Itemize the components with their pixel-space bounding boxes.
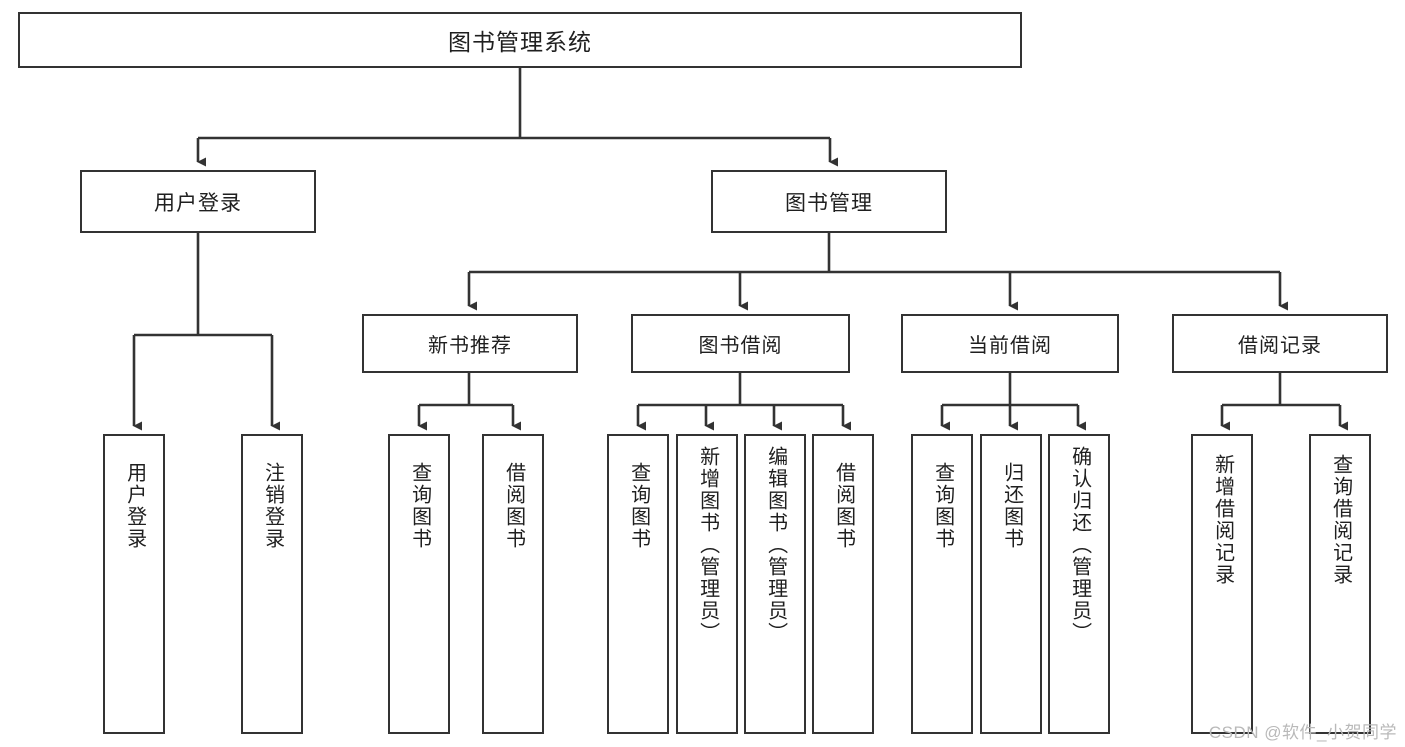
leaf-label: 用户登录 — [123, 462, 146, 550]
leaf-new-book-borrow-book[interactable]: 借阅图书 — [482, 434, 544, 734]
node-user-login[interactable]: 用户登录 — [80, 170, 316, 233]
leaf-current-borrow-query-book[interactable]: 查询图书 — [911, 434, 973, 734]
node-current-borrowing[interactable]: 当前借阅 — [901, 314, 1119, 373]
node-book-borrowing[interactable]: 图书借阅 — [631, 314, 850, 373]
leaf-label: 借阅图书 — [502, 462, 525, 550]
leaf-label: 新增图书（管理员） — [696, 446, 719, 644]
leaf-current-borrow-return-book[interactable]: 归还图书 — [980, 434, 1042, 734]
leaf-label: 编辑图书（管理员） — [764, 446, 787, 644]
node-root-book-management-system[interactable]: 图书管理系统 — [18, 12, 1022, 68]
node-borrowing-record[interactable]: 借阅记录 — [1172, 314, 1388, 373]
leaf-book-borrow-query-book[interactable]: 查询图书 — [607, 434, 669, 734]
leaf-label: 查询借阅记录 — [1329, 454, 1352, 586]
node-new-book-recommendation[interactable]: 新书推荐 — [362, 314, 578, 373]
leaf-label: 新增借阅记录 — [1211, 454, 1234, 586]
leaf-new-book-query-book[interactable]: 查询图书 — [388, 434, 450, 734]
leaf-label: 查询图书 — [627, 462, 650, 550]
leaf-label: 查询图书 — [408, 462, 431, 550]
leaf-borrow-record-query-record[interactable]: 查询借阅记录 — [1309, 434, 1371, 734]
leaf-label: 借阅图书 — [832, 462, 855, 550]
node-book-management[interactable]: 图书管理 — [711, 170, 947, 233]
leaf-label: 查询图书 — [931, 462, 954, 550]
leaf-borrow-record-add-record[interactable]: 新增借阅记录 — [1191, 434, 1253, 734]
leaf-current-borrow-confirm-return-admin[interactable]: 确认归还（管理员） — [1048, 434, 1110, 734]
leaf-user-login-login[interactable]: 用户登录 — [103, 434, 165, 734]
csdn-watermark: CSDN @软件_小贺同学 — [1208, 723, 1397, 742]
leaf-label: 确认归还（管理员） — [1068, 446, 1091, 644]
leaf-book-borrow-borrow-book[interactable]: 借阅图书 — [812, 434, 874, 734]
leaf-book-borrow-edit-book-admin[interactable]: 编辑图书（管理员） — [744, 434, 806, 734]
leaf-book-borrow-add-book-admin[interactable]: 新增图书（管理员） — [676, 434, 738, 734]
leaf-label: 注销登录 — [261, 462, 284, 550]
leaf-user-login-logout[interactable]: 注销登录 — [241, 434, 303, 734]
leaf-label: 归还图书 — [1000, 462, 1023, 550]
